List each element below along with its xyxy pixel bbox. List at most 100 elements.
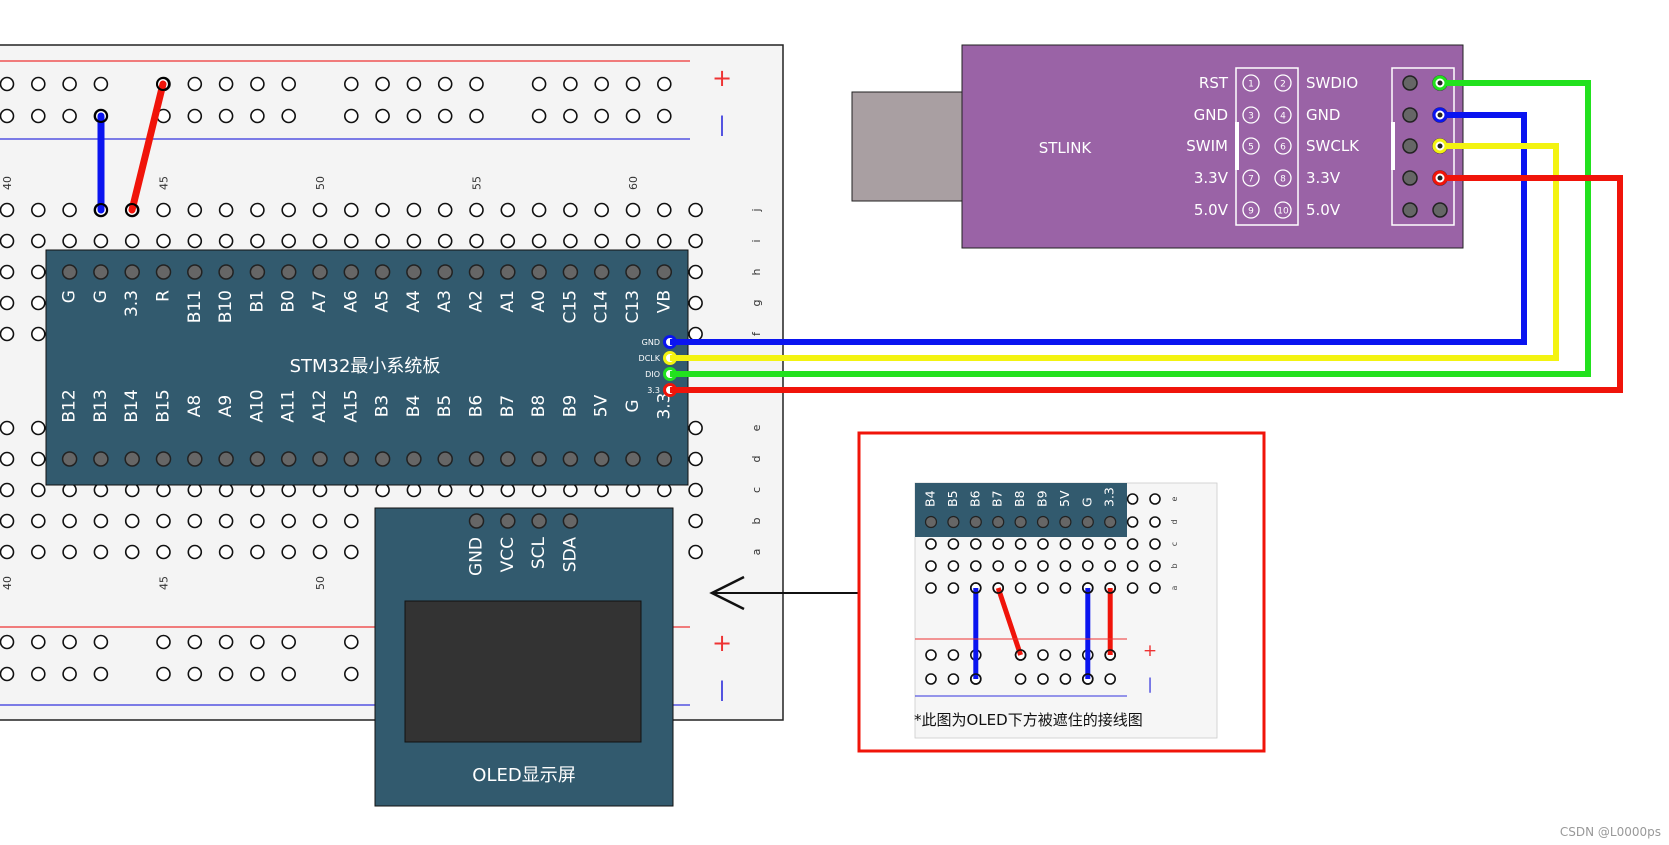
stm32-pin — [312, 451, 328, 467]
stm32-board-title: STM32最小系统板 — [290, 356, 441, 377]
stm32-pin — [280, 451, 297, 467]
inset-pin-label: B5 — [945, 490, 960, 507]
breadboard-hole — [250, 108, 265, 124]
stm32-pin-label: C15 — [560, 290, 580, 324]
breadboard-hole — [93, 634, 109, 650]
breadboard-hole — [688, 233, 703, 249]
stlink-usb-plug — [851, 91, 965, 202]
breadboard-hole — [688, 544, 703, 560]
inset-hole — [947, 673, 960, 685]
breadboard-hole — [343, 108, 359, 124]
breadboard-hole — [375, 108, 390, 124]
breadboard-hole — [30, 233, 46, 249]
arrow-head — [709, 575, 745, 611]
stm32-pin-label: A8 — [185, 395, 205, 417]
oled-pin — [562, 513, 579, 529]
oled-title: OLED显示屏 — [472, 765, 575, 786]
stlink-right-label: GND — [1306, 106, 1340, 124]
inset-pin-label: B6 — [967, 490, 982, 507]
stlink-output-pin — [1402, 107, 1418, 123]
stm32-pin-label: G — [60, 290, 80, 303]
breadboard-hole — [594, 202, 610, 218]
breadboard-hole — [218, 233, 234, 249]
stlink-output-pin — [1402, 170, 1418, 186]
stm32-pin — [374, 451, 391, 467]
stm32-pin — [124, 264, 140, 280]
stlink-output-pin — [1402, 138, 1418, 154]
inset-hole — [1059, 538, 1072, 550]
breadboard-hole — [0, 482, 15, 498]
breadboard-hole — [218, 108, 234, 124]
inset-hole — [1014, 673, 1027, 685]
stlink-output-pin — [1432, 202, 1448, 218]
breadboard-hole — [656, 202, 672, 218]
inset-pin-label: 5V — [1057, 490, 1072, 507]
inset-pin — [947, 515, 960, 529]
swd-pin-label: GND — [642, 338, 660, 347]
breadboard-hole — [375, 76, 390, 92]
stm32-pin — [187, 264, 203, 280]
breadboard-hole — [437, 233, 453, 249]
stm32-pin — [468, 264, 485, 280]
stm32-pin-label: 3.3 — [122, 290, 142, 317]
row-letter: h — [750, 268, 763, 275]
inset-hole — [1149, 538, 1161, 550]
breadboard-hole — [281, 513, 297, 529]
inset-jumper-end — [969, 673, 982, 685]
breadboard-hole — [406, 108, 422, 124]
breadboard-hole — [594, 233, 610, 249]
stm32-pin-label: B0 — [279, 290, 299, 312]
inset-hole — [992, 538, 1005, 550]
inset-hole — [1149, 493, 1161, 505]
inset-row-letter: d — [1170, 519, 1179, 524]
breadboard-hole — [0, 76, 15, 92]
wire-end-dot — [1437, 112, 1443, 118]
breadboard-hole — [469, 108, 484, 124]
breadboard-hole — [30, 420, 46, 436]
breadboard-hole — [62, 76, 77, 92]
breadboard-hole — [62, 634, 77, 650]
column-number: 45 — [158, 176, 171, 190]
breadboard-hole — [0, 108, 15, 124]
breadboard-hole — [0, 295, 15, 311]
breadboard-hole — [656, 233, 672, 249]
breadboard-hole — [406, 76, 422, 92]
breadboard-hole — [656, 76, 672, 92]
inset-hole — [947, 538, 960, 550]
stm32-pin-label: C14 — [592, 290, 612, 324]
inset-jumper-end — [1104, 649, 1116, 661]
inset-row-letter: c — [1170, 542, 1179, 546]
breadboard-hole — [656, 108, 672, 124]
stm32-pin-label: A4 — [404, 290, 424, 312]
stlink-pin — [1242, 137, 1260, 155]
row-letter: f — [750, 331, 763, 336]
power-rail-jumper — [128, 80, 167, 214]
breadboard-hole — [62, 666, 77, 682]
oled-pin — [500, 513, 516, 529]
breadboard-hole — [688, 202, 703, 218]
breadboard-hole — [281, 108, 297, 124]
stm32-pin — [656, 451, 673, 467]
inset-pin — [969, 515, 982, 529]
breadboard-hole — [563, 202, 578, 218]
stm32-pin-label: A10 — [247, 389, 267, 422]
inset-pin-label: 3.3 — [1102, 487, 1117, 507]
breadboard-hole — [30, 202, 46, 218]
inset-hole — [1059, 673, 1072, 685]
inset-hole — [1059, 582, 1072, 594]
row-letter: b — [750, 517, 763, 524]
stlink-pin-number: 4 — [1280, 112, 1286, 122]
wire-dio — [670, 80, 1591, 377]
breadboard-hole — [0, 451, 15, 467]
stlink-right-label: SWDIO — [1306, 74, 1358, 92]
stlink-pin — [1242, 74, 1260, 92]
inset-hole — [1014, 560, 1027, 572]
breadboard-hole — [62, 233, 77, 249]
inset-hole — [947, 649, 960, 661]
inset-jumper-end — [1104, 582, 1116, 594]
breadboard-hole — [0, 634, 15, 650]
breadboard-hole — [218, 634, 234, 650]
